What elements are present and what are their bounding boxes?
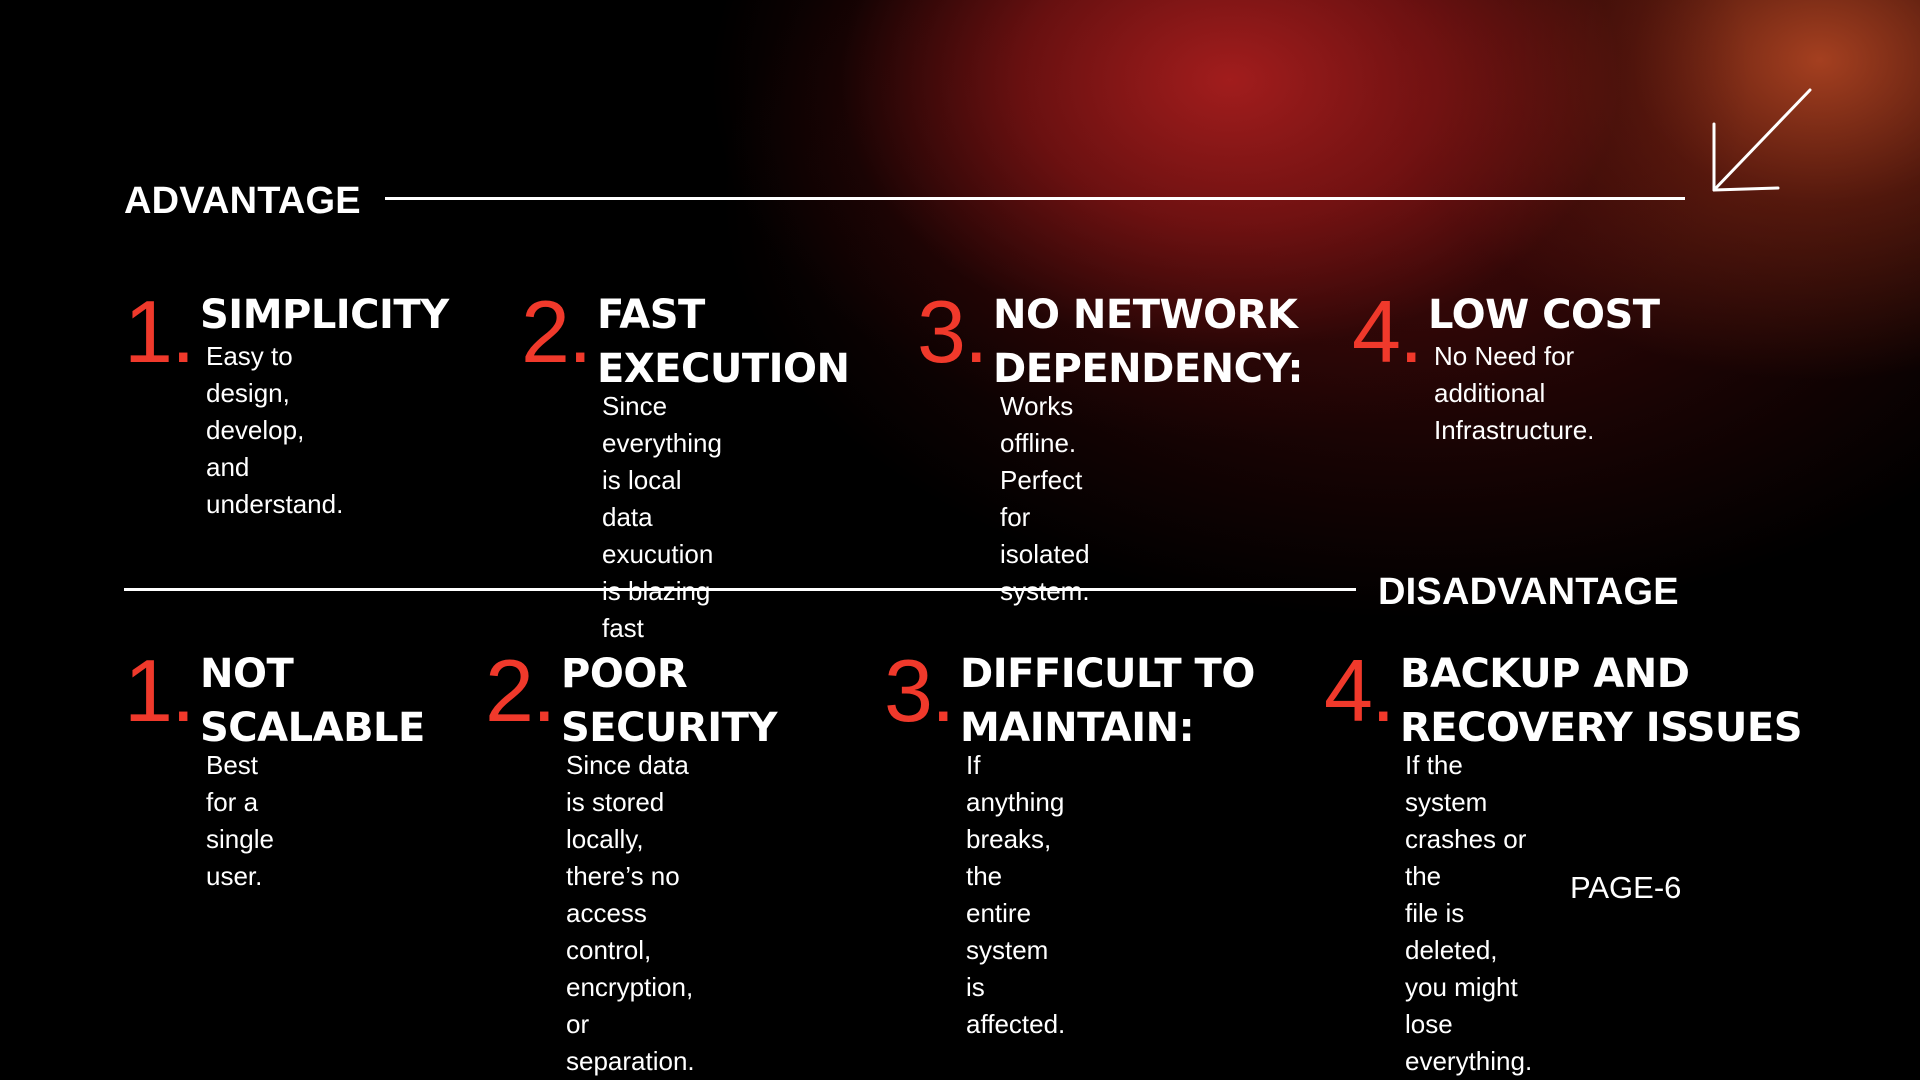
item-number: 3. bbox=[917, 282, 988, 381]
item-description: If anything breaks, the entire system is… bbox=[966, 747, 1065, 1043]
desc-line: system is affected. bbox=[966, 935, 1066, 1039]
item-title: NO NETWORK DEPENDENCY: bbox=[993, 288, 1304, 396]
title-line: POOR bbox=[561, 651, 688, 697]
title-line: SECURITY bbox=[561, 705, 777, 751]
page-number: PAGE-6 bbox=[1570, 870, 1682, 905]
desc-line: isolated system. bbox=[1000, 539, 1090, 606]
title-line: BACKUP AND bbox=[1400, 651, 1690, 697]
item-title: POOR SECURITY bbox=[561, 647, 777, 755]
advantage-divider bbox=[385, 197, 1685, 200]
item-title: LOW COST bbox=[1428, 288, 1660, 342]
arrow-down-left-icon bbox=[1712, 88, 1812, 192]
item-number: 3. bbox=[884, 641, 955, 740]
item-title: SIMPLICITY bbox=[200, 288, 449, 342]
item-title: DIFFICULT TO MAINTAIN: bbox=[960, 647, 1255, 755]
item-title: BACKUP AND RECOVERY ISSUES bbox=[1400, 647, 1803, 755]
desc-line: If anything breaks, the entire bbox=[966, 750, 1065, 928]
item-description: If the system crashes or the file is del… bbox=[1405, 747, 1532, 1080]
title-line: RECOVERY ISSUES bbox=[1400, 705, 1803, 751]
disadvantage-divider bbox=[124, 588, 1356, 591]
item-number: 1. bbox=[124, 641, 195, 740]
item-number: 1. bbox=[124, 282, 195, 381]
item-description: Since everything is local data exucution… bbox=[602, 388, 722, 647]
item-description: Best for a single user. bbox=[206, 747, 274, 895]
desc-line: Since data is stored locally, bbox=[566, 750, 689, 854]
title-line: DIFFICULT TO bbox=[960, 651, 1255, 697]
desc-line: encryption, or separation. bbox=[566, 972, 695, 1076]
desc-line: If the system crashes or the bbox=[1405, 750, 1527, 891]
desc-line: there’s no access control, bbox=[566, 861, 680, 965]
title-line: DEPENDENCY: bbox=[993, 346, 1304, 392]
title-line: NOT bbox=[200, 651, 294, 697]
item-number: 2. bbox=[521, 282, 592, 381]
item-title: FAST EXECUTION bbox=[597, 288, 850, 396]
item-number: 4. bbox=[1352, 282, 1423, 381]
desc-line: Easy to design, develop, bbox=[206, 341, 305, 445]
desc-line: Since everything is local data bbox=[602, 391, 722, 532]
desc-line: everything. bbox=[1405, 1046, 1533, 1076]
title-line: EXECUTION bbox=[597, 346, 850, 392]
item-description: No Need for additional Infrastructure. bbox=[1434, 338, 1594, 449]
title-line: NO NETWORK bbox=[993, 292, 1298, 338]
title-line: MAINTAIN: bbox=[960, 705, 1195, 751]
item-number: 2. bbox=[485, 641, 556, 740]
desc-line: and understand. bbox=[206, 452, 344, 519]
title-line: FAST bbox=[597, 292, 705, 338]
advantage-heading: ADVANTAGE bbox=[124, 180, 361, 222]
desc-line: No Need for additional bbox=[1434, 341, 1575, 408]
desc-line: file is deleted, you might lose bbox=[1405, 898, 1518, 1039]
desc-line: Infrastructure. bbox=[1434, 415, 1595, 445]
desc-line: exucution is blazing fast bbox=[602, 539, 714, 643]
item-number: 4. bbox=[1324, 641, 1395, 740]
title-line: SCALABLE bbox=[200, 705, 425, 751]
title-line: LOW COST bbox=[1428, 292, 1660, 338]
item-description: Since data is stored locally, there’s no… bbox=[566, 747, 695, 1080]
item-description: Easy to design, develop, and understand. bbox=[206, 338, 343, 523]
item-title: NOT SCALABLE bbox=[200, 647, 425, 755]
desc-line: Works offline. Perfect for bbox=[1000, 391, 1083, 532]
item-description: Works offline. Perfect for isolated syst… bbox=[1000, 388, 1090, 610]
desc-line: Best for a single user. bbox=[206, 750, 274, 891]
disadvantage-heading: DISADVANTAGE bbox=[1378, 571, 1679, 613]
title-line: SIMPLICITY bbox=[200, 292, 449, 338]
